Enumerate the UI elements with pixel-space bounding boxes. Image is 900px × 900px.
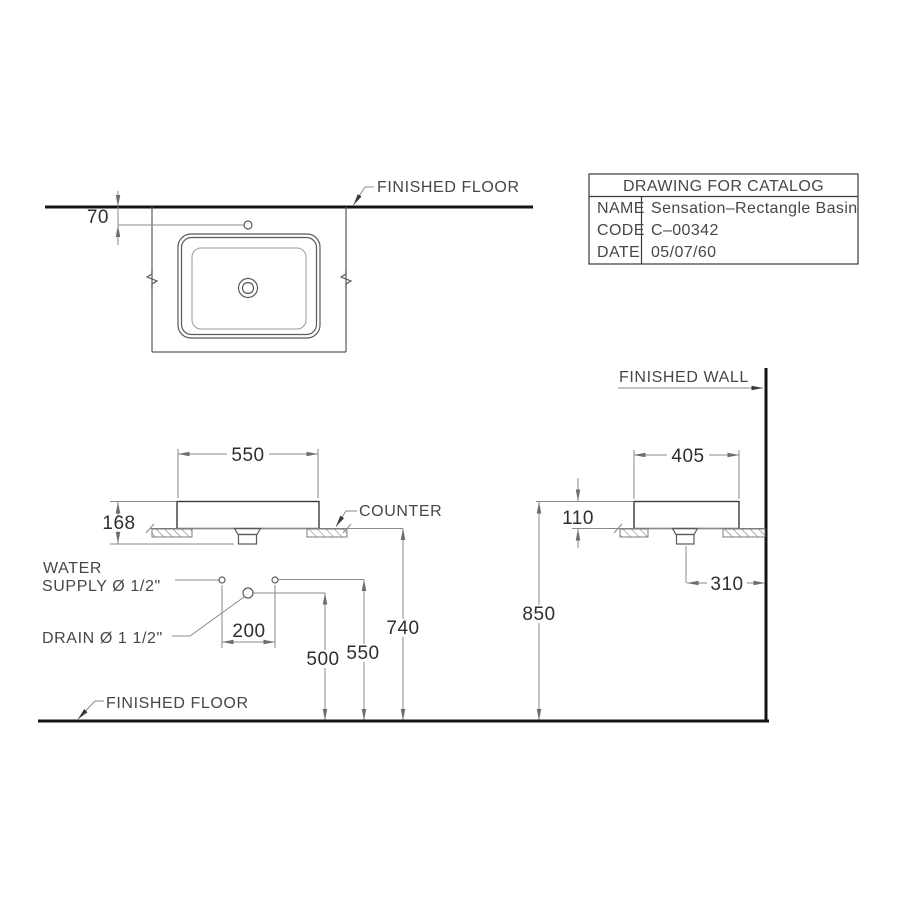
water-supply-label-line1: WATER xyxy=(43,560,102,577)
dim-supply-height: 550 xyxy=(346,643,379,664)
drain-label: DRAIN Ø 1 1/2" xyxy=(42,630,163,647)
dim500-text-bg xyxy=(304,650,342,668)
counter-leader xyxy=(335,510,357,527)
dim-basin-total-height: 168 xyxy=(102,513,135,534)
counter-label: COUNTER xyxy=(359,503,442,520)
dim-drain-offset-wall: 310 xyxy=(710,574,743,595)
finished-floor-bottom-label: FINISHED FLOOR xyxy=(106,695,249,712)
floor: FINISHED FLOOR xyxy=(38,695,769,723)
dim-rim-height: 850 xyxy=(522,604,555,625)
plan-view: 70 FINISHED FLOOR xyxy=(45,179,533,353)
dim405-text-bg xyxy=(667,447,709,464)
finished-floor-bottom-leader xyxy=(77,700,104,720)
side-drain-body xyxy=(675,533,695,545)
title-block-code-label: CODE xyxy=(597,222,645,239)
dim-basin-width: 550 xyxy=(231,445,264,466)
dim850-text-bg xyxy=(520,605,558,623)
dim-faucet-offset: 70 xyxy=(87,207,109,228)
front-counter-tick-left xyxy=(145,523,155,534)
drain-hole xyxy=(242,587,254,599)
title-block-title: DRAWING FOR CATALOG xyxy=(623,178,824,195)
plan-faucet-hole xyxy=(243,220,253,230)
side-counter-hatch-right xyxy=(722,528,766,538)
dimension-texts: 550 405 500 550 740 850 310 xyxy=(227,445,747,670)
finished-floor-top-label: FINISHED FLOOR xyxy=(377,179,520,196)
dim-basin-depth: 405 xyxy=(671,446,704,467)
dim-supply-spacing: 200 xyxy=(232,621,265,642)
title-block-name-value: Sensation–Rectangle Basin xyxy=(651,200,858,217)
break-symbol-left xyxy=(145,269,159,289)
title-block-date-value: 05/07/60 xyxy=(651,244,716,261)
plan-basin-outer-rim xyxy=(177,233,321,339)
dim310-text-bg xyxy=(707,575,747,592)
side-elevation: FINISHED WALL 110 xyxy=(536,368,768,722)
break-symbol-right xyxy=(339,269,353,289)
finished-wall-label: FINISHED WALL xyxy=(619,369,749,386)
side-counter-tick-left xyxy=(613,523,623,534)
front-counter-hatch-right xyxy=(306,528,348,538)
finished-floor-top-leader xyxy=(353,186,374,206)
plan-basin-rim-inner-line xyxy=(180,236,318,336)
side-counter-hatch-left xyxy=(619,528,649,538)
dim-drain-height: 500 xyxy=(306,649,339,670)
dim550w-text-bg xyxy=(227,446,269,463)
side-basin-outline xyxy=(633,500,740,530)
dim550h-text-bg xyxy=(344,644,382,662)
title-block-date-label: DATE xyxy=(597,244,640,261)
water-supply-label-line2: SUPPLY Ø 1/2" xyxy=(42,578,161,595)
title-block: DRAWING FOR CATALOG NAME Sensation–Recta… xyxy=(588,173,859,265)
side-drain-flange xyxy=(671,527,699,536)
front-drain-body xyxy=(237,533,258,545)
dim740-text-bg xyxy=(384,619,422,637)
plan-basin-bowl xyxy=(191,247,307,330)
drain-leader xyxy=(172,596,245,637)
front-elevation: 168 COUNTER WATER SUPPLY Ø 1/2" DRAIN Ø … xyxy=(42,449,442,721)
front-counter-tick-right xyxy=(342,523,352,534)
plan-drain-outer xyxy=(237,277,259,299)
title-block-border xyxy=(588,173,859,265)
plan-drain-inner xyxy=(241,281,255,295)
dim-rim-above-counter: 110 xyxy=(562,508,594,529)
title-block-code-value: C–00342 xyxy=(651,222,719,239)
supply-hole-right xyxy=(271,576,279,584)
front-basin-outline xyxy=(176,500,320,530)
supply-hole-left xyxy=(218,576,226,584)
front-counter-hatch-left xyxy=(151,528,193,538)
title-block-name-label: NAME xyxy=(597,200,645,217)
front-drain-flange xyxy=(233,527,262,536)
dim-counter-height: 740 xyxy=(386,618,419,639)
